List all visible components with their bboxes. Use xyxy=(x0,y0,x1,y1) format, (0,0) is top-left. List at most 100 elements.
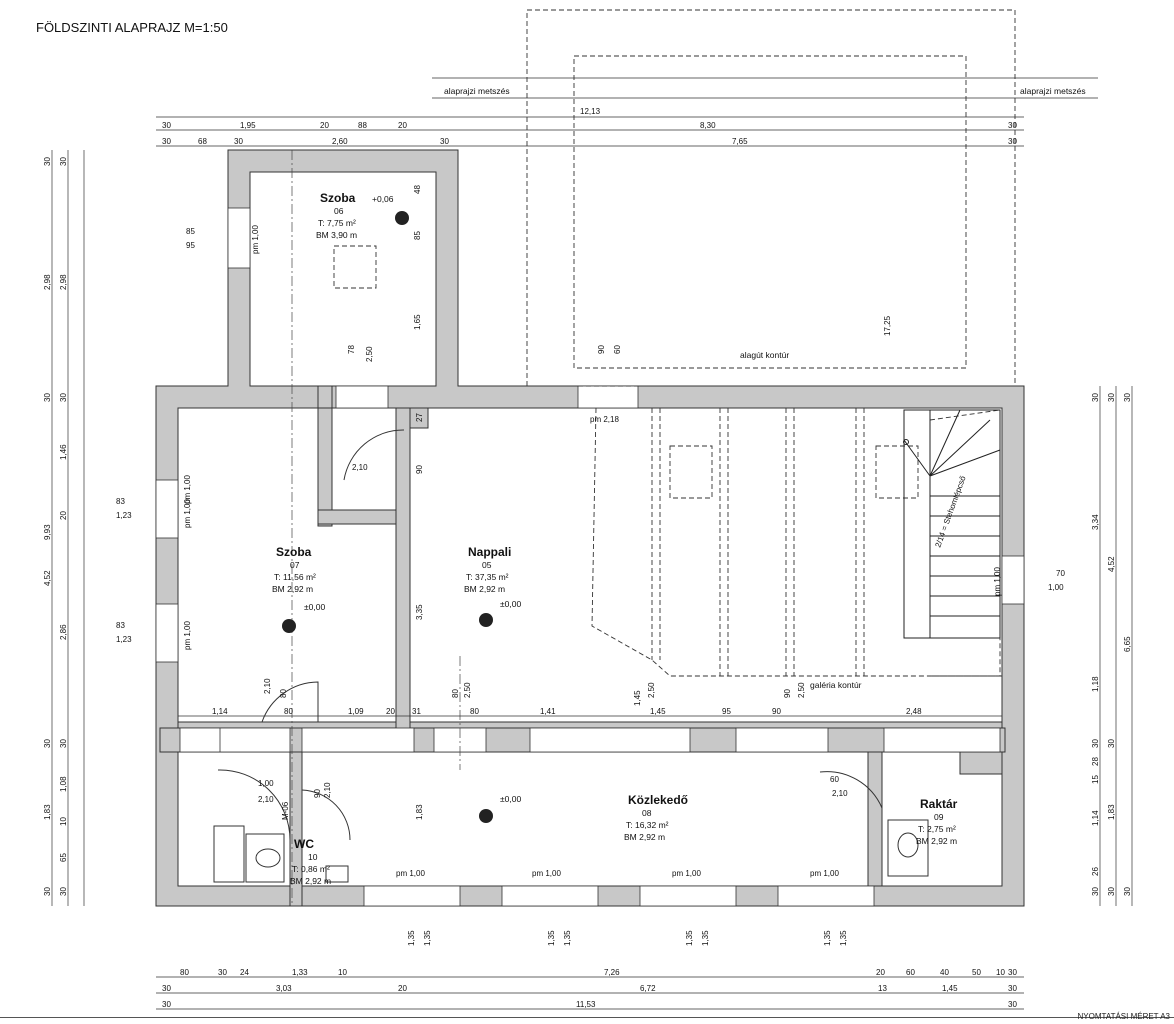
dim-inner-2: 1,09 xyxy=(348,707,364,716)
dim-left-inner-8: 10 xyxy=(59,817,68,826)
dim-left-inner-2: 30 xyxy=(59,393,68,402)
dim-left-inner-0: 30 xyxy=(59,157,68,166)
dim-left-outer-1: 2,98 xyxy=(43,274,52,290)
stair-label: 2/14 = Stehomlépcső xyxy=(933,474,967,548)
level-ground-1: ±0,00 xyxy=(500,599,521,609)
level-ground-0: ±0,00 xyxy=(304,602,325,612)
section-label-left: alaprajzi metszés xyxy=(444,86,510,96)
dim-misc-7: 60 xyxy=(613,345,622,354)
dim-right-inner-2: 1,18 xyxy=(1091,676,1100,692)
room-kozlekedo-08-height: BM 2,92 m xyxy=(624,832,665,842)
level-markers xyxy=(282,211,493,823)
dim-top3-6: 30 xyxy=(1008,137,1017,146)
window-label-10: M-06 xyxy=(281,801,290,820)
room-szoba-07-area: T: 11,56 m² xyxy=(274,572,316,582)
dim-bottom2-1: 3,03 xyxy=(276,984,292,993)
dim-misc-14: 1,45 xyxy=(633,690,642,706)
dim-bottom1-1: 30 xyxy=(218,968,227,977)
room-wc-10-height: BM 2,92 m xyxy=(290,876,331,886)
dim-bottom3-0: 30 xyxy=(162,1000,171,1009)
dim-misc-2: 1,65 xyxy=(413,314,422,330)
room-wc-10-name: WC xyxy=(294,837,314,851)
tunnel-contour xyxy=(333,9,1016,677)
dim-top-total: 12,13 xyxy=(580,107,601,116)
dim-right-mid-3: 1,83 xyxy=(1107,804,1116,820)
dim-right-outer-1: 6,65 xyxy=(1123,636,1132,652)
dim-left-outer-4: 30 xyxy=(43,739,52,748)
dim-bottom1-0: 80 xyxy=(180,968,189,977)
dim-misc-39: 1,35 xyxy=(685,930,694,946)
dim-right-inner-1: 3,34 xyxy=(1091,514,1100,530)
dim-left-inner-7: 1,08 xyxy=(59,776,68,792)
dim-top3-1: 68 xyxy=(198,137,207,146)
dim-misc-17: 2,50 xyxy=(797,682,806,698)
interior-walls xyxy=(159,385,1006,907)
drawing-title: FÖLDSZINTI ALAPRAJZ M=1:50 xyxy=(36,20,228,35)
dim-top2-0: 30 xyxy=(162,121,171,130)
dim-left-inner-4: 20 xyxy=(59,511,68,520)
gallery-contour-label: galéria kontúr xyxy=(810,680,862,690)
dim-right-inner-7: 26 xyxy=(1091,867,1100,876)
dim-misc-29: 83 xyxy=(116,497,125,506)
room-szoba-07-name: Szoba xyxy=(276,545,312,559)
room-nappali-05-number: 05 xyxy=(482,560,492,570)
dim-misc-20: 2,10 xyxy=(263,678,272,694)
room-szoba-06-name: Szoba xyxy=(320,191,356,205)
tunnel-contour-label: alagút kontúr xyxy=(740,350,789,360)
dim-left-inner-10: 30 xyxy=(59,887,68,896)
doors xyxy=(213,429,929,883)
dim-bottom1-3: 1,33 xyxy=(292,968,308,977)
dim-misc-9: 90 xyxy=(415,465,424,474)
dim-left-outer-0: 30 xyxy=(43,157,52,166)
dim-bottom2-2: 20 xyxy=(398,984,407,993)
dim-top3-2: 30 xyxy=(234,137,243,146)
dim-top2-4: 20 xyxy=(398,121,407,130)
room-szoba-06-number: 06 xyxy=(334,206,344,216)
dim-bottom2-6: 30 xyxy=(1008,984,1017,993)
window-label-4: pm 1,00 xyxy=(396,869,425,878)
dim-top2-2: 20 xyxy=(320,121,329,130)
dim-misc-28: 1,00 xyxy=(1048,583,1064,592)
dim-misc-26: 2,10 xyxy=(258,795,274,804)
dim-misc-12: 80 xyxy=(451,689,460,698)
section-line xyxy=(432,77,1098,99)
section-label-right: alaprajzi metszés xyxy=(1020,86,1086,96)
dim-bottom3-2: 30 xyxy=(1008,1000,1017,1009)
dim-right-mid-4: 30 xyxy=(1107,887,1116,896)
dim-bottom1-2: 24 xyxy=(240,968,249,977)
dim-misc-18: 2,10 xyxy=(352,463,368,472)
room-raktar-09-number: 09 xyxy=(934,812,944,822)
window-label-3: pm 2,18 xyxy=(590,415,619,424)
dim-top2-6: 30 xyxy=(1008,121,1017,130)
dim-bottom1-6: 20 xyxy=(876,968,885,977)
room-kozlekedo-08-name: Közlekedő xyxy=(628,793,688,807)
walls xyxy=(155,149,1025,907)
dim-right-mid-0: 30 xyxy=(1107,393,1116,402)
dim-left-outer-2: 30 xyxy=(43,393,52,402)
dim-top3-3: 2,60 xyxy=(332,137,348,146)
dim-inner-3: 20 xyxy=(386,707,395,716)
dim-top2-3: 88 xyxy=(358,121,367,130)
dim-bottom2-0: 30 xyxy=(162,984,171,993)
dim-bottom2-3: 6,72 xyxy=(640,984,656,993)
dim-left-inner-3: 1,46 xyxy=(59,444,68,460)
dim-inner-5: 80 xyxy=(470,707,479,716)
room-kozlekedo-08-area: T: 16,32 m² xyxy=(626,820,669,830)
dim-right-inner-5: 15 xyxy=(1091,775,1100,784)
dim-misc-33: 85 xyxy=(186,227,195,236)
dim-misc-15: 2,50 xyxy=(647,682,656,698)
dim-bottom1-11: 30 xyxy=(1008,968,1017,977)
dim-right-mid-1: 4,52 xyxy=(1107,556,1116,572)
dim-misc-25: 1,00 xyxy=(258,779,274,788)
dim-inner-1: 80 xyxy=(284,707,293,716)
dim-bottom1-7: 60 xyxy=(906,968,915,977)
dim-misc-21: 90 xyxy=(313,789,322,798)
dim-misc-16: 90 xyxy=(783,689,792,698)
dim-right-outer-0: 30 xyxy=(1123,393,1132,402)
dim-misc-42: 1,35 xyxy=(839,930,848,946)
dim-misc-36: 1,35 xyxy=(423,930,432,946)
room-szoba-06-height: BM 3,90 m xyxy=(316,230,357,240)
room-szoba-06-area: T: 7,75 m² xyxy=(318,218,356,228)
